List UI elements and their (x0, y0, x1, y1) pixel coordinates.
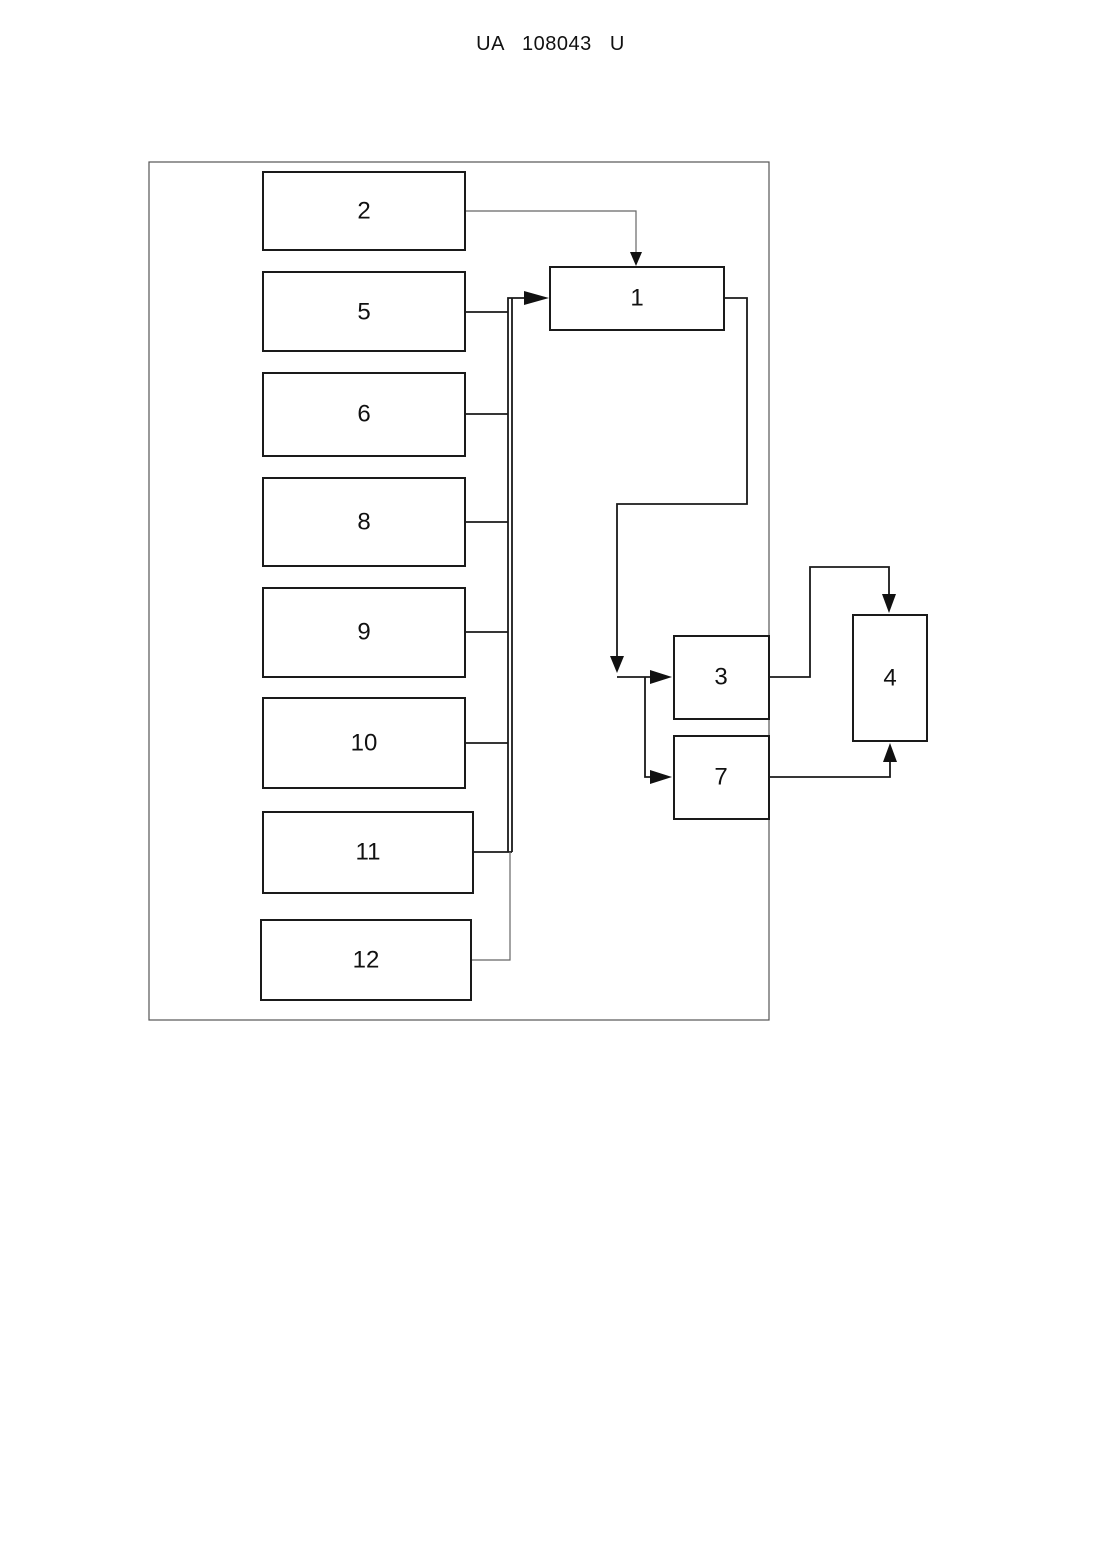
connector-1-to-split (617, 298, 747, 660)
arrowhead-split (610, 656, 624, 673)
block-2: 2 (263, 172, 465, 250)
block-5: 5 (263, 272, 465, 351)
block-8-label: 8 (357, 509, 370, 536)
arrowhead-into-1-top (630, 252, 642, 266)
block-2-label: 2 (357, 198, 370, 225)
arrowhead-into-4-bottom (883, 743, 897, 762)
block-3: 3 (674, 636, 769, 719)
block-6: 6 (263, 373, 465, 456)
block-5-label: 5 (357, 299, 370, 326)
connector-to-7 (645, 677, 658, 777)
connector-7-to-4 (769, 760, 890, 777)
block-8: 8 (263, 478, 465, 566)
block-11: 11 (263, 812, 473, 893)
block-4-label: 4 (883, 665, 896, 692)
arrowhead-into-4-top (882, 594, 896, 613)
block-3-label: 3 (714, 664, 727, 691)
block-7: 7 (674, 736, 769, 819)
block-1-label: 1 (630, 285, 643, 312)
block-9: 9 (263, 588, 465, 677)
block-4: 4 (853, 615, 927, 741)
block-12: 12 (261, 920, 471, 1000)
block-10: 10 (263, 698, 465, 788)
block-10-label: 10 (351, 730, 378, 757)
block-1: 1 (550, 267, 724, 330)
block-7-label: 7 (714, 764, 727, 791)
connector-2-to-1 (465, 211, 636, 252)
connector-12 (471, 852, 510, 960)
block-11-label: 11 (356, 839, 381, 866)
arrowhead-into-1-left (524, 291, 549, 305)
arrowhead-into-7 (650, 770, 672, 784)
block-6-label: 6 (357, 401, 370, 428)
arrowhead-into-3 (650, 670, 672, 684)
block-12-label: 12 (353, 947, 380, 974)
block-9-label: 9 (357, 619, 370, 646)
